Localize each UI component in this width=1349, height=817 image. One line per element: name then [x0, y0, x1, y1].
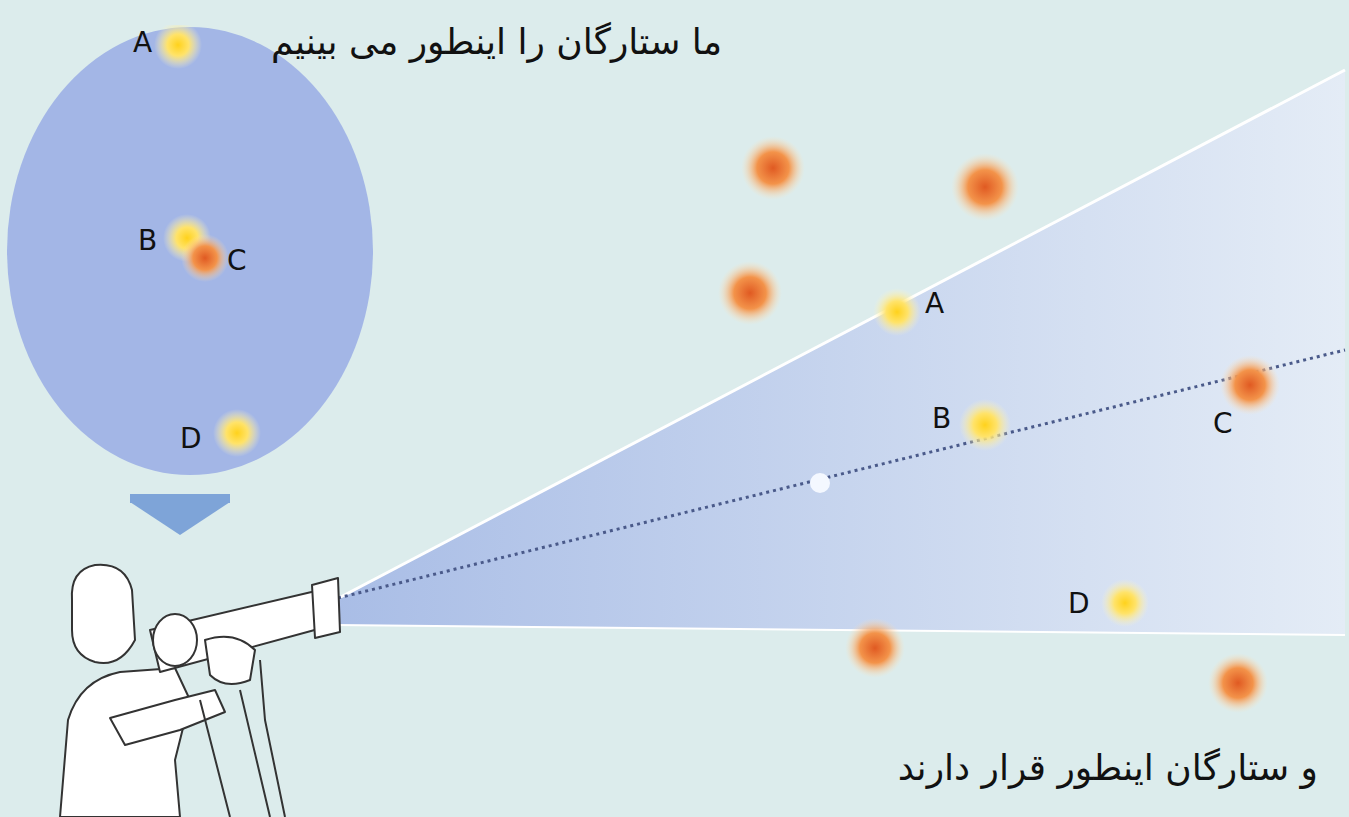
- view-circle-shape: [5, 25, 375, 477]
- star-letter: A: [133, 29, 152, 57]
- star-letter: B: [138, 227, 157, 255]
- star-letter: C: [227, 247, 247, 275]
- star-letter: C: [1213, 410, 1233, 438]
- star-letter: D: [180, 425, 202, 453]
- view-heading: ما ستارگان را اینطور می بینیم: [271, 24, 722, 60]
- telescope-view-circle: A B C D: [5, 25, 375, 477]
- positions-caption: و ستارگان اینطور قرار دارند: [898, 750, 1318, 786]
- star-letter: A: [925, 290, 944, 318]
- star-letter: B: [932, 405, 951, 433]
- star-letter: D: [1068, 590, 1090, 618]
